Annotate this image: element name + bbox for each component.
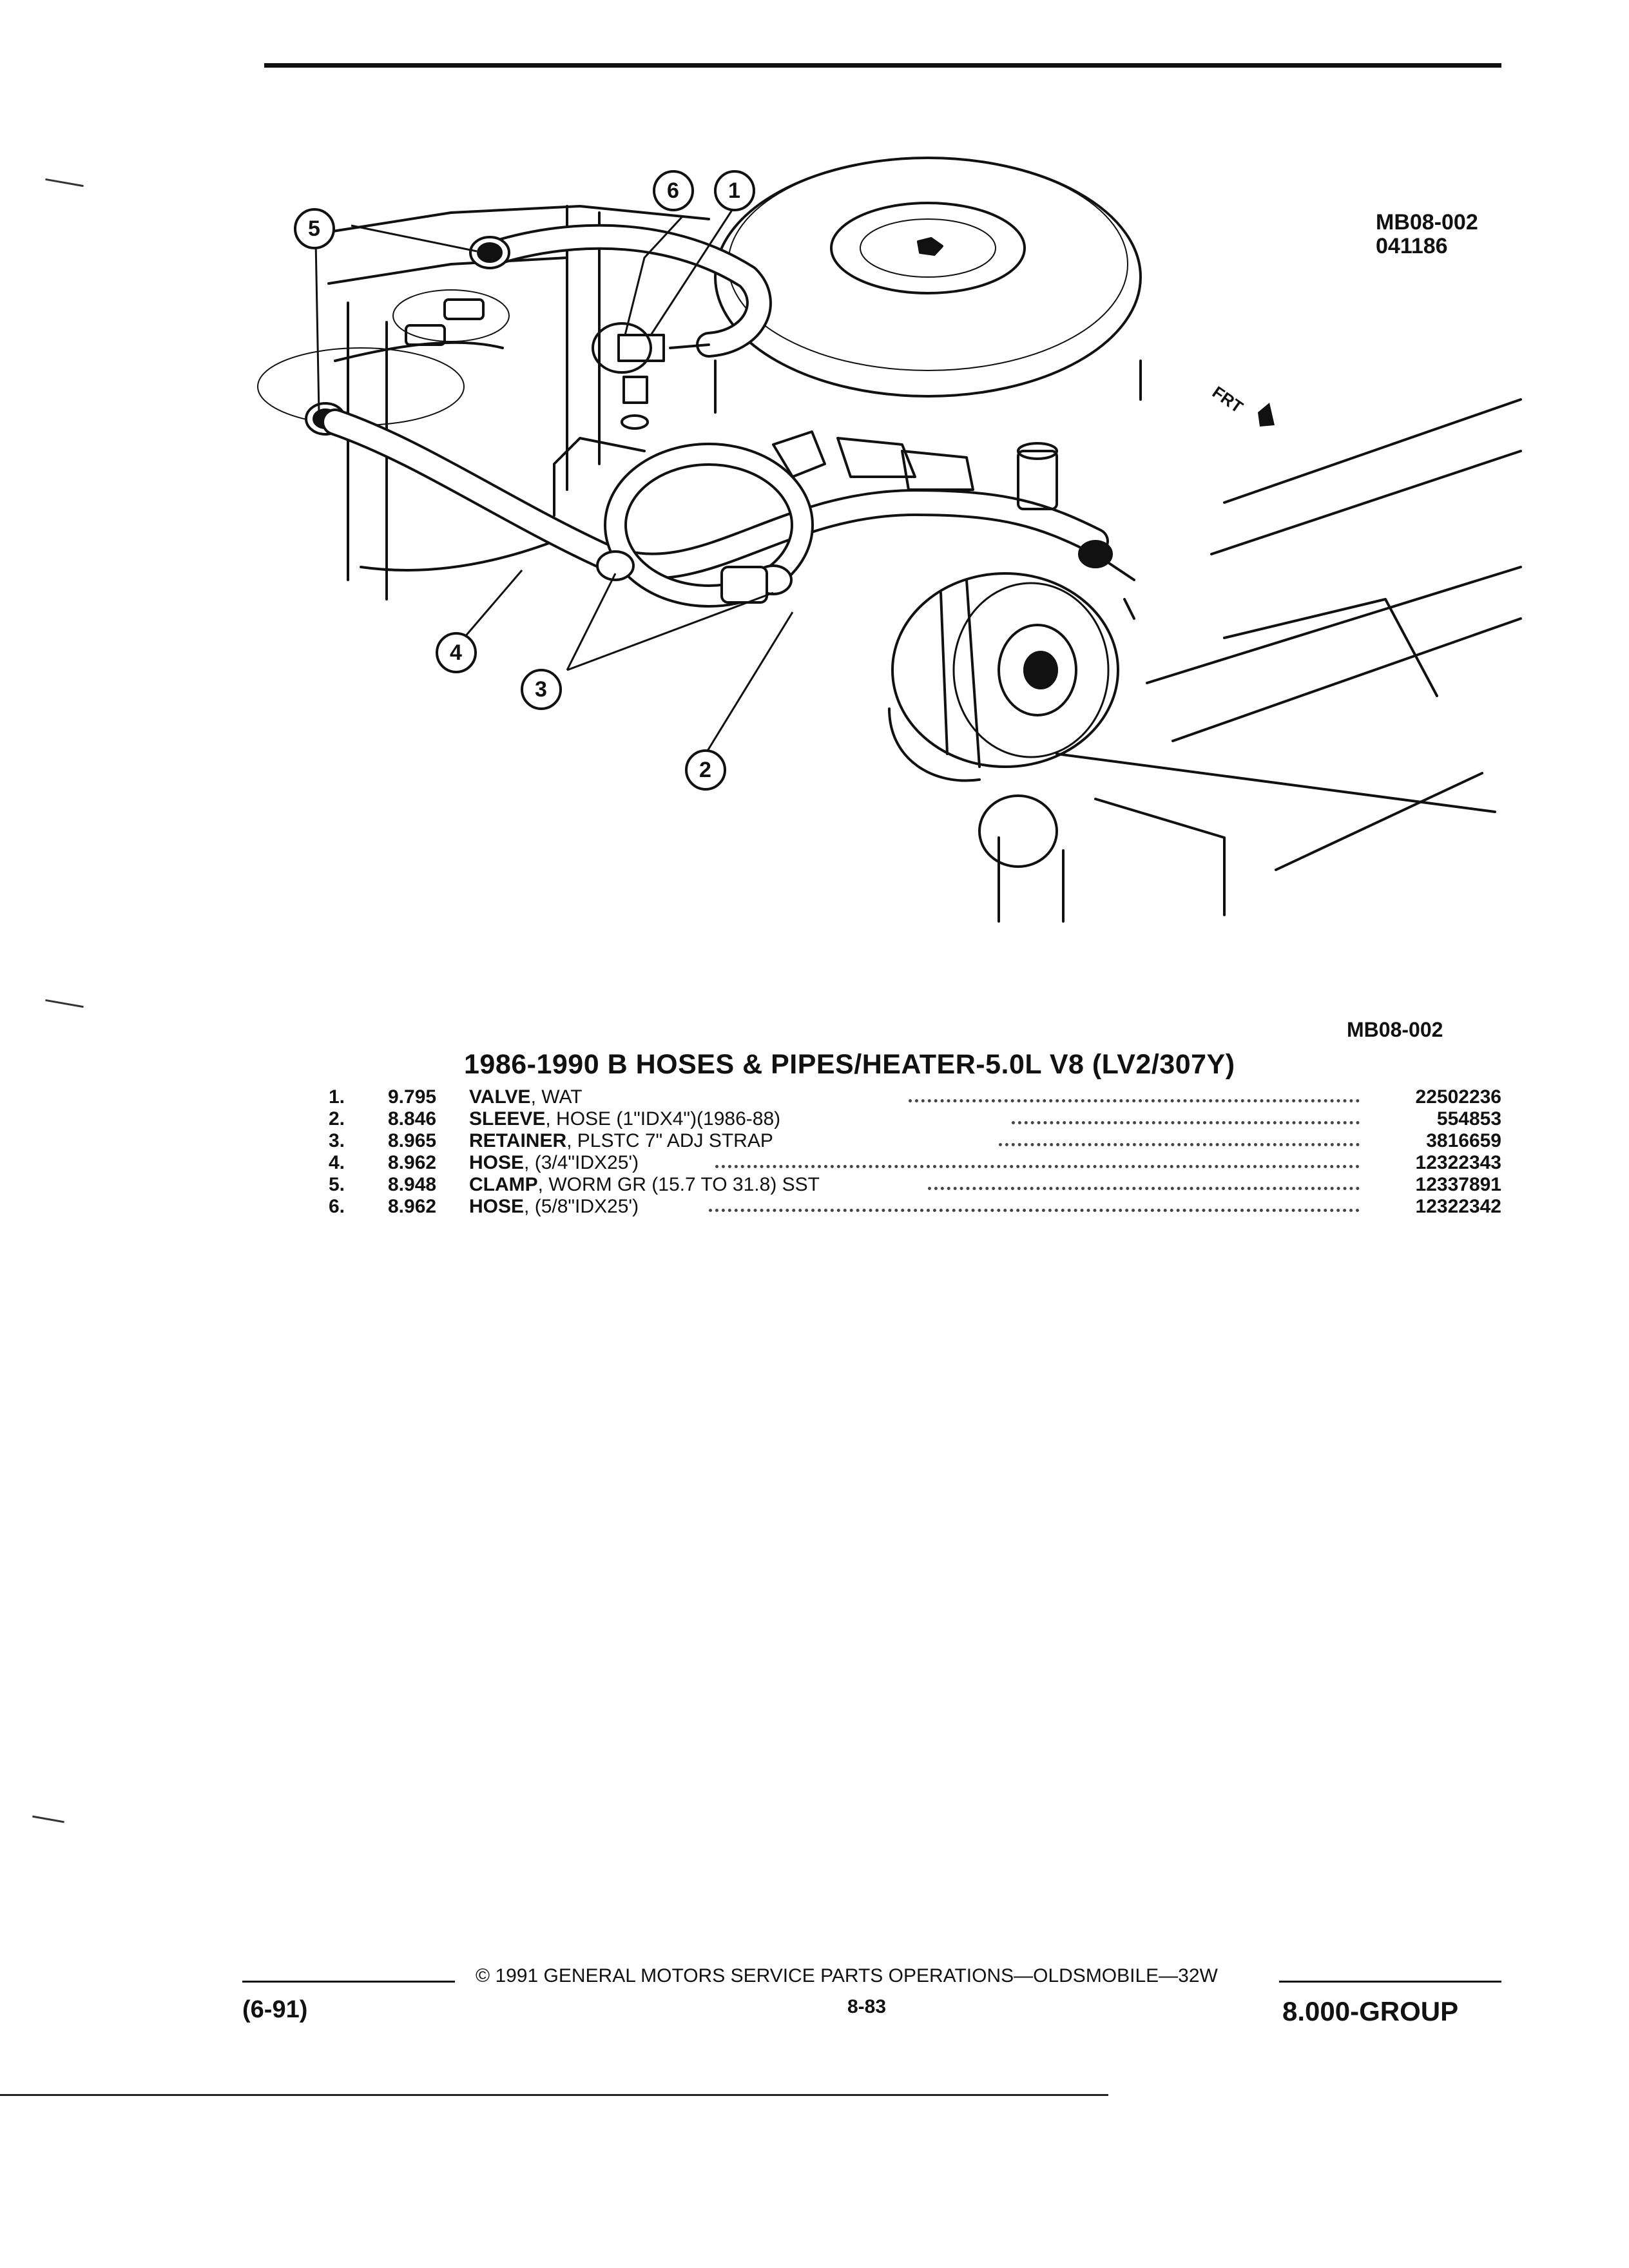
bottom-rule [0,2094,1108,2096]
part-number: 12322342 [1415,1196,1501,1217]
parts-row: 2. 8.846 SLEEVE, HOSE (1"IDX4")(1986-88)… [329,1108,1501,1130]
part-detail: , (3/4"IDX25') [524,1152,639,1173]
group-number: 9.795 [388,1086,437,1108]
caption-code: MB08-002 [1347,1018,1443,1041]
part-number: 554853 [1436,1108,1501,1129]
footer-rule-left [242,1981,455,1983]
part-number: 12337891 [1415,1174,1501,1195]
group-number: 8.965 [388,1130,437,1151]
clamp-top [469,236,510,269]
part-number: 12322343 [1415,1152,1501,1173]
leader-dots [715,1158,1360,1168]
item-number: 5. [329,1174,345,1195]
part-description: CLAMP, WORM GR (15.7 TO 31.8) SST [469,1174,820,1196]
parts-row: 6. 8.962 HOSE, (5/8"IDX25') 12322342 [329,1196,1501,1218]
part-name: HOSE [469,1196,525,1217]
part-detail: , PLSTC 7" ADJ STRAP [566,1130,773,1151]
part-name: VALVE [469,1086,531,1108]
part-number: 22502236 [1415,1086,1501,1108]
retainer-left [596,550,635,581]
part-description: RETAINER, PLSTC 7" ADJ STRAP [469,1130,773,1152]
top-rule [264,63,1501,68]
part-name: HOSE [469,1152,525,1173]
callout-1: 1 [728,178,740,203]
group-number: 8.948 [388,1174,437,1195]
part-name: RETAINER [469,1130,567,1151]
parts-row: 1. 9.795 VALVE, WAT 22502236 [329,1086,1501,1108]
part-detail: , WAT [530,1086,583,1108]
leader-dots [928,1180,1360,1190]
page-number: 8-83 [847,1996,887,2017]
engine-hose-illustration [257,157,1522,923]
part-detail: , WORM GR (15.7 TO 31.8) SST [537,1174,820,1195]
part-name: SLEEVE [469,1108,546,1129]
parts-row: 3. 8.965 RETAINER, PLSTC 7" ADJ STRAP 38… [329,1130,1501,1152]
part-description: VALVE, WAT [469,1086,583,1108]
revision-date: (6-91) [242,1996,308,2023]
illustration-date-code: 041186 [1376,234,1448,258]
water-valve [592,322,652,374]
part-description: HOSE, (3/4"IDX25') [469,1152,639,1174]
callout-6: 6 [667,178,679,203]
margin-mark [45,999,84,1008]
callout-4: 4 [450,640,462,665]
item-number: 2. [329,1108,345,1129]
group-number: 8.962 [388,1196,437,1217]
part-detail: , HOSE (1"IDX4")(1986-88) [545,1108,781,1129]
leader-dots [709,1202,1360,1212]
group-number: 8.846 [388,1108,437,1129]
callout-5: 5 [308,216,320,241]
item-number: 6. [329,1196,345,1217]
item-number: 4. [329,1152,345,1173]
illustration-code: MB08-002 [1376,210,1478,235]
group-number: 8.962 [388,1152,437,1173]
hose-sleeve [720,566,768,604]
leader-dots [1012,1115,1360,1124]
page-title: 1986-1990 B HOSES & PIPES/HEATER-5.0L V8… [464,1049,1235,1080]
parts-row: 5. 8.948 CLAMP, WORM GR (15.7 TO 31.8) S… [329,1174,1501,1196]
item-number: 1. [329,1086,345,1108]
leader-dots [999,1137,1360,1146]
part-description: SLEEVE, HOSE (1"IDX4")(1986-88) [469,1108,780,1130]
leader-dots [909,1093,1360,1102]
part-name: CLAMP [469,1174,538,1195]
footer-rule-right [1279,1981,1501,1983]
callout-2: 2 [699,758,711,782]
part-description: HOSE, (5/8"IDX25') [469,1196,639,1218]
margin-mark [32,1815,64,1823]
alternator [891,572,1119,768]
part-detail: , (5/8"IDX25') [524,1196,639,1217]
group-label: 8.000-GROUP [1282,1996,1459,2026]
part-number: 3816659 [1426,1130,1501,1151]
parts-row: 4. 8.962 HOSE, (3/4"IDX25') 12322343 [329,1152,1501,1174]
callout-3: 3 [535,677,547,702]
copyright-line: © 1991 GENERAL MOTORS SERVICE PARTS OPER… [476,1965,1218,1986]
parts-list: 1. 9.795 VALVE, WAT 22502236 2. 8.846 SL… [329,1086,1501,1218]
item-number: 3. [329,1130,345,1151]
